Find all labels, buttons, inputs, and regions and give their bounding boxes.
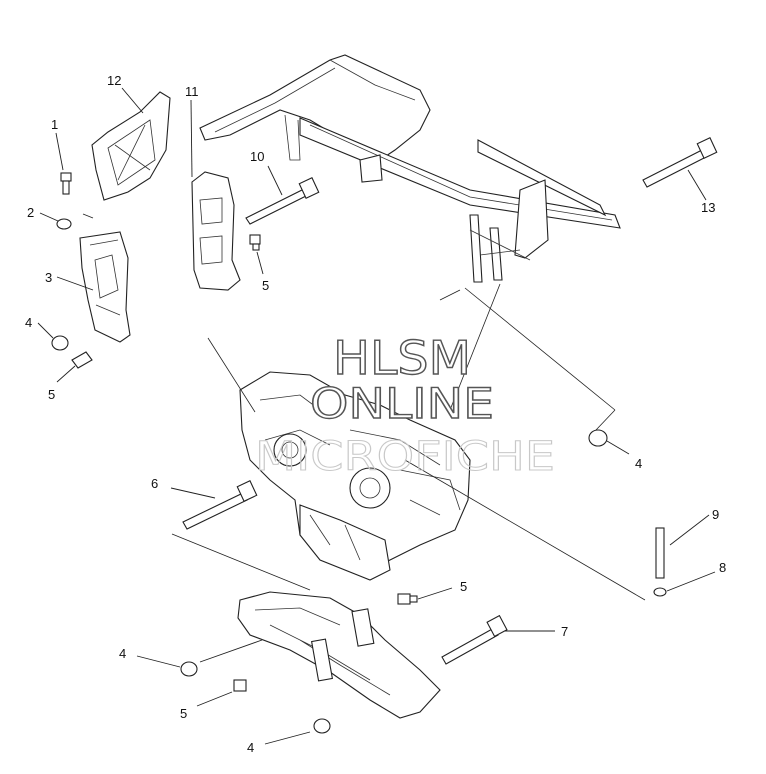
watermark: MICROFICHE HLSM ONLINE [255, 330, 556, 480]
bolt-part-6 [182, 480, 258, 530]
engine-assembly [239, 371, 471, 581]
callout-4-c: 4 [119, 646, 126, 661]
callout-9: 9 [712, 507, 719, 522]
mount-part-11 [191, 171, 241, 291]
bolt-part-1 [60, 172, 72, 195]
callout-7: 7 [561, 624, 568, 639]
watermark-line-2: ONLINE [310, 379, 494, 428]
watermark-line-1: HLSM [333, 331, 471, 385]
nut-part-4-bottom [313, 718, 331, 734]
watermark-line-3: MICROFICHE [255, 434, 555, 480]
mount-bracket-part-3 [79, 231, 131, 343]
callout-6: 6 [151, 476, 158, 491]
lower-frame-assembly [237, 591, 441, 719]
callout-2: 2 [27, 205, 34, 220]
callout-4-a: 4 [25, 315, 32, 330]
bracket-part-12 [91, 91, 171, 201]
bolt-part-5-lower [233, 679, 247, 692]
callout-1: 1 [51, 117, 58, 132]
callout-5-b: 5 [262, 278, 269, 293]
frame-assembly [199, 54, 621, 283]
pin-part-9 [655, 527, 665, 579]
callout-3: 3 [45, 270, 52, 285]
callout-10: 10 [250, 149, 264, 164]
nut-part-4-right [588, 429, 608, 447]
callout-5-a: 5 [48, 387, 55, 402]
leader-lines [37, 87, 716, 745]
nut-part-4-lower [180, 661, 198, 677]
nut-part-2 [56, 218, 72, 230]
callout-8: 8 [719, 560, 726, 575]
callout-13: 13 [701, 200, 715, 215]
callouts: 1 2 3 4 5 12 11 10 5 13 4 6 9 8 5 7 4 5 … [25, 73, 726, 755]
bolt-part-5-left [71, 351, 93, 369]
callout-4-d: 4 [247, 740, 254, 755]
callout-4-b: 4 [635, 456, 642, 471]
callout-5-c: 5 [460, 579, 467, 594]
callout-11: 11 [185, 84, 199, 99]
bolt-part-5-center [397, 593, 418, 605]
callout-12: 12 [107, 73, 121, 88]
clip-part-8 [653, 587, 667, 597]
callout-5-d: 5 [180, 706, 187, 721]
bolt-part-7 [441, 614, 508, 665]
assembly-lines [82, 213, 646, 601]
nut-part-4-left [51, 335, 69, 351]
bolt-part-10 [245, 177, 320, 225]
bolt-part-5-upper [249, 234, 261, 251]
bolt-part-13 [642, 137, 718, 188]
